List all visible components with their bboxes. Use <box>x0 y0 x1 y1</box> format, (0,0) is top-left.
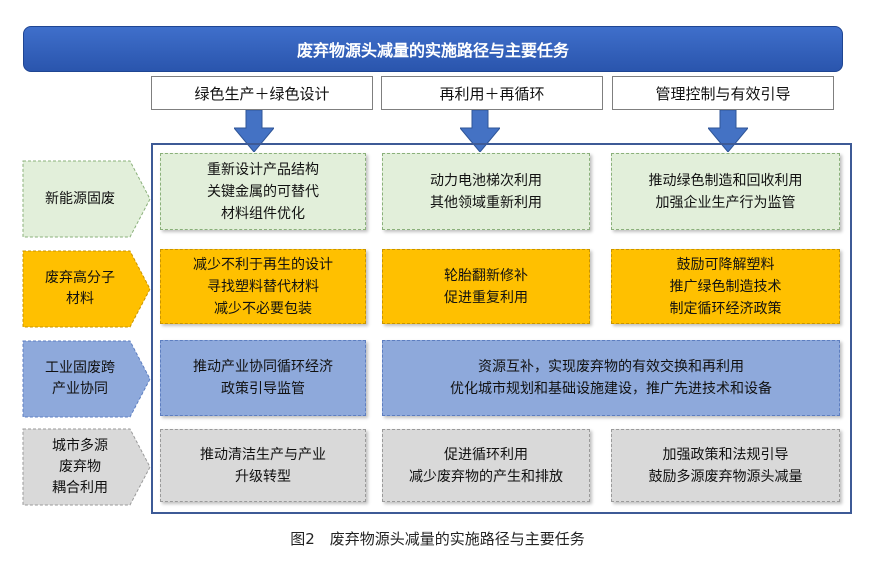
row-label-text: 材料 <box>66 291 94 307</box>
task-text: 推动清洁生产与产业 <box>200 446 326 463</box>
down-arrow-icon <box>460 110 500 152</box>
row-label-text: 城市多源 <box>52 437 108 454</box>
row-label-text: 废弃物 <box>59 458 101 475</box>
column-header-management: 管理控制与有效引导 <box>612 76 834 110</box>
task-cell: 加强政策和法规引导 鼓励多源废弃物源头减量 <box>611 429 840 502</box>
column-header-reuse-recycle: 再利用＋再循环 <box>381 76 603 110</box>
row-label-shape <box>22 160 151 238</box>
task-text: 升级转型 <box>235 468 291 485</box>
column-header-green-production: 绿色生产＋绿色设计 <box>151 76 373 110</box>
task-text: 寻找塑料替代材料 <box>207 278 319 295</box>
task-text: 加强政策和法规引导 <box>662 446 789 463</box>
task-text: 动力电池梯次利用 <box>430 172 542 189</box>
row-label-text: 耦合利用 <box>52 479 108 496</box>
column-header-label: 绿色生产＋绿色设计 <box>194 84 330 103</box>
task-text: 加强企业生产行为监管 <box>655 194 796 211</box>
row-label-shape <box>22 340 151 418</box>
figure-caption: 图2 废弃物源头减量的实施路径与主要任务 <box>290 530 585 548</box>
task-text: 资源互补，实现废弃物的有效交换和再利用 <box>478 359 744 375</box>
task-cell: 推动绿色制造和回收利用 加强企业生产行为监管 <box>611 153 840 230</box>
row-label-text: 废弃高分子 <box>45 270 115 286</box>
task-text: 促进循环利用 <box>444 446 528 463</box>
task-text: 鼓励多源废弃物源头减量 <box>648 468 803 485</box>
row-label-shape <box>22 428 151 506</box>
row-label-new-energy: 新能源固废 <box>22 160 152 238</box>
down-arrow-icon <box>234 110 274 152</box>
task-cell: 推动清洁生产与产业 升级转型 <box>160 429 366 502</box>
task-text: 轮胎翻新修补 <box>444 267 528 284</box>
task-cell: 重新设计产品结构 关键金属的可替代 材料组件优化 <box>160 153 366 230</box>
task-cell: 轮胎翻新修补 促进重复利用 <box>382 249 590 324</box>
task-text: 减少废弃物的产生和排放 <box>409 468 563 485</box>
task-text: 减少不必要包装 <box>214 300 312 317</box>
row-label-shape <box>22 250 151 328</box>
task-text: 减少不利于再生的设计 <box>193 256 333 273</box>
task-text: 推动产业协同循环经济 <box>193 359 333 375</box>
content-frame <box>151 143 852 514</box>
task-cell: 鼓励可降解塑料 推广绿色制造技术 制定循环经济政策 <box>611 249 840 324</box>
task-text: 推动绿色制造和回收利用 <box>648 172 803 189</box>
row-label-polymer: 废弃高分子 材料 <box>22 250 152 328</box>
task-text: 其他领域重新利用 <box>430 194 542 211</box>
column-header-label: 再利用＋再循环 <box>439 84 545 103</box>
task-text: 材料组件优化 <box>221 205 305 222</box>
task-cell-wide: 资源互补，实现废弃物的有效交换和再利用 优化城市规划和基础设施建设，推广先进技术… <box>382 340 840 416</box>
row-label-industrial: 工业固废跨 产业协同 <box>22 340 152 418</box>
down-arrow-icon <box>708 110 748 152</box>
row-label-urban: 城市多源 废弃物 耦合利用 <box>22 428 152 506</box>
task-cell: 动力电池梯次利用 其他领域重新利用 <box>382 153 590 230</box>
task-text: 优化城市规划和基础设施建设，推广先进技术和设备 <box>450 381 772 397</box>
task-text: 推广绿色制造技术 <box>669 278 782 295</box>
task-text: 政策引导监管 <box>221 381 305 397</box>
row-label-text: 新能源固废 <box>45 190 115 207</box>
task-cell: 减少不利于再生的设计 寻找塑料替代材料 减少不必要包装 <box>160 249 366 324</box>
task-text: 重新设计产品结构 <box>207 161 319 178</box>
task-cell: 推动产业协同循环经济 政策引导监管 <box>160 340 366 416</box>
row-label-text: 产业协同 <box>52 381 108 397</box>
task-text: 关键金属的可替代 <box>207 183 319 200</box>
task-text: 制定循环经济政策 <box>669 300 782 317</box>
diagram-title: 废弃物源头减量的实施路径与主要任务 <box>296 41 569 60</box>
task-text: 促进重复利用 <box>444 289 528 306</box>
column-header-label: 管理控制与有效引导 <box>655 84 791 103</box>
diagram-title-bar: 废弃物源头减量的实施路径与主要任务 <box>23 26 843 72</box>
row-label-text: 工业固废跨 <box>45 360 115 376</box>
task-cell: 促进循环利用 减少废弃物的产生和排放 <box>382 429 590 502</box>
task-text: 鼓励可降解塑料 <box>676 256 775 273</box>
